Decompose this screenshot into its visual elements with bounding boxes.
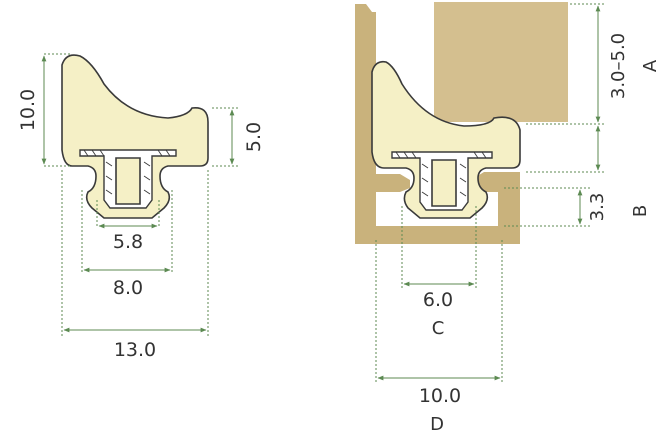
right-assembly	[355, 2, 568, 244]
right-width-label: 10.0	[419, 385, 461, 407]
left-lip-label: 5.0	[243, 122, 265, 152]
left-seal-body	[61, 54, 209, 219]
right-seal-hatch	[395, 151, 487, 197]
door-panel	[434, 2, 568, 122]
left-dimensions: 10.0 5.0 5.8 8.0 13.0	[17, 53, 265, 361]
right-depth-letter: B	[630, 205, 651, 217]
left-total-width-label: 13.0	[114, 339, 156, 361]
right-depth-label: 3.3	[587, 193, 608, 222]
left-seal-profile	[61, 54, 209, 219]
right-width-letter: D	[430, 414, 444, 435]
left-groove-width-label: 8.0	[113, 277, 143, 299]
frame-notch	[366, 4, 376, 12]
right-groove-label: 6.0	[423, 289, 453, 311]
right-groove-letter: C	[432, 318, 445, 339]
left-inner-width-label: 5.8	[113, 231, 143, 253]
left-height-label: 10.0	[17, 89, 39, 131]
right-seal-body	[371, 60, 521, 219]
right-dimensions: 3.0–5.0 A 3.3 B 6.0 C 10.0 D	[375, 3, 660, 435]
right-gap-letter: A	[640, 59, 660, 72]
right-gap-label: 3.0–5.0	[608, 33, 629, 99]
left-seal-hatch	[83, 149, 171, 195]
right-seal-core-center	[431, 159, 457, 207]
left-seal-core-center	[115, 157, 141, 205]
